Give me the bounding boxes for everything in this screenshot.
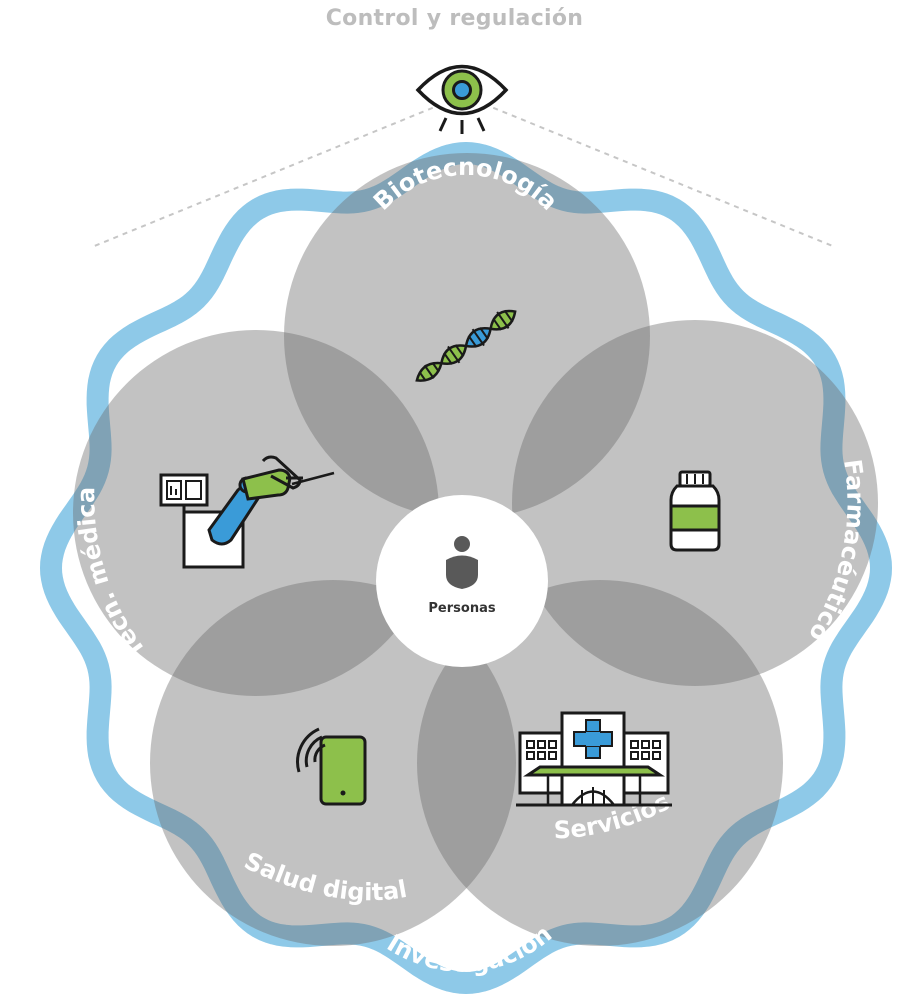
center-label: Personas — [428, 601, 495, 616]
eye-icon — [415, 64, 509, 134]
smartphone-icon — [296, 727, 367, 806]
robotic-arm-icon — [159, 455, 335, 569]
petal-medtech[interactable] — [73, 330, 439, 696]
diagram-title: Control y regulación — [325, 6, 584, 31]
person-icon — [446, 536, 478, 589]
petal-biotech[interactable] — [284, 153, 650, 519]
medicine-bottle-icon — [669, 470, 721, 552]
center-people[interactable]: Personas — [376, 495, 548, 667]
dna-icon — [415, 309, 517, 382]
sight-line-right — [483, 103, 836, 248]
hospital-icon — [516, 711, 672, 807]
sight-line-left — [91, 103, 443, 248]
research-ring — [40, 142, 892, 994]
